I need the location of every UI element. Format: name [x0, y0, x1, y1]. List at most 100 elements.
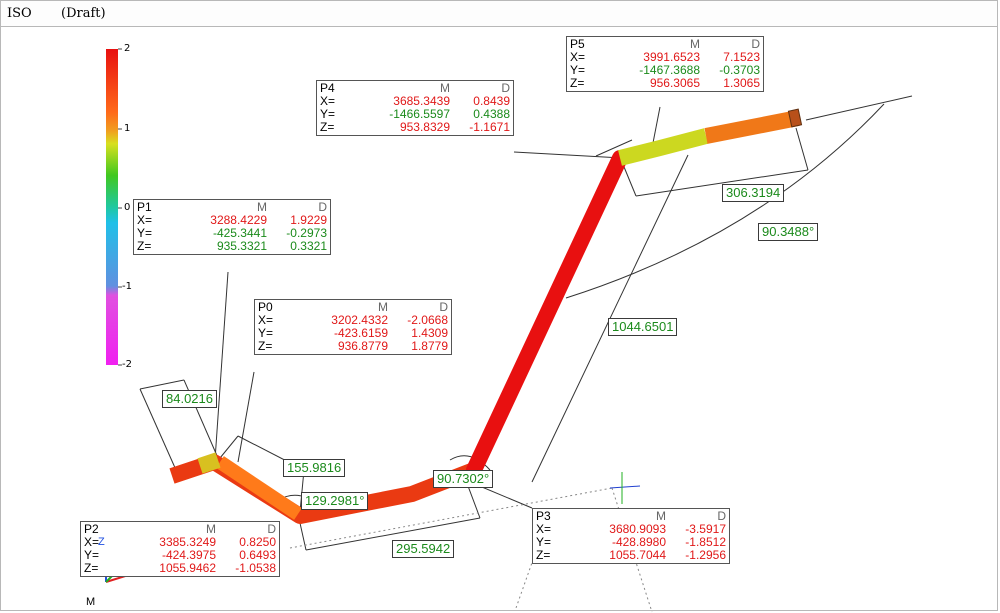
point-name: P2	[84, 522, 99, 536]
deviation-value: -1.8512	[685, 535, 726, 549]
point-box-p0[interactable]: P0 M D X= 3202.4332 -2.0668 Y= -423.6159 1.430…	[254, 299, 452, 355]
draft-status: (Draft)	[61, 6, 106, 21]
measured-value: -425.3441	[212, 226, 267, 240]
measured-value: 3288.4229	[210, 213, 267, 227]
deviation-header: D	[439, 300, 448, 314]
axis-z-label: Z	[98, 536, 105, 548]
axis-key: Z=	[570, 76, 585, 90]
point-box-p4[interactable]: P4 M D X= 3685.3439 0.8439 Y= -1466.5597 0.438…	[316, 80, 514, 136]
measured-value: -1467.3688	[639, 63, 700, 77]
dimension-label[interactable]: 295.5942	[392, 540, 455, 558]
axis-key: Z=	[137, 239, 152, 253]
axis-key: Y=	[137, 226, 153, 240]
deviation-value: 1.9229	[290, 213, 327, 227]
axis-key: X=	[84, 535, 100, 549]
scale-tick-1: 1	[124, 123, 131, 134]
measured-value: 936.8779	[337, 339, 388, 353]
deviation-value: 0.3321	[290, 239, 327, 253]
dimension-label[interactable]: 306.3194	[722, 184, 785, 202]
measured-header: M	[206, 522, 216, 536]
measured-header: M	[440, 81, 450, 95]
measured-value: -423.6159	[333, 326, 388, 340]
color-scale-bar	[106, 49, 118, 365]
deviation-value: -1.1671	[469, 120, 510, 134]
view-title-bar: ISO (Draft)	[0, 0, 998, 27]
measured-value: -428.8980	[611, 535, 666, 549]
axis-key: Z=	[84, 561, 99, 575]
point-name: P1	[137, 200, 152, 214]
deviation-value: 1.4309	[411, 326, 448, 340]
deviation-value: 1.8779	[411, 339, 448, 353]
deviation-value: 0.8439	[473, 94, 510, 108]
view-name: ISO	[7, 6, 32, 21]
angle-label[interactable]: 90.3488°	[758, 223, 819, 241]
pipe-riser[interactable]	[466, 150, 628, 478]
axis-key: Z=	[320, 120, 335, 134]
deviation-header: D	[501, 81, 510, 95]
axis-key: X=	[137, 213, 153, 227]
point-box-p2[interactable]: P2 M D X= 3385.3249 0.8250 Y= -424.3975 0.6493…	[80, 521, 280, 577]
dimension-label[interactable]: 1044.6501	[608, 318, 678, 336]
point-name: P5	[570, 37, 585, 51]
measured-value: -424.3975	[161, 548, 216, 562]
deviation-header: D	[717, 509, 726, 523]
pipe-lower-run[interactable]	[169, 454, 477, 524]
deviation-header: D	[318, 200, 327, 214]
pipe-upper-bend[interactable]	[618, 128, 709, 166]
measured-value: 953.8329	[399, 120, 450, 134]
deviation-value: -0.3703	[719, 63, 760, 77]
axis-origin-label: M	[86, 596, 96, 608]
measured-value: 3991.6523	[643, 50, 700, 64]
dimension-label[interactable]: 84.0216	[162, 390, 217, 408]
measured-value: 956.3065	[649, 76, 700, 90]
deviation-header: D	[267, 522, 276, 536]
axis-key: Y=	[536, 535, 552, 549]
measured-header: M	[656, 509, 666, 523]
3d-viewport[interactable]	[0, 27, 998, 611]
axis-key: Y=	[258, 326, 274, 340]
axis-key: X=	[258, 313, 274, 327]
scale-tick-minus-1: -1	[122, 281, 132, 292]
measured-value: -1466.5597	[389, 107, 450, 121]
measured-value: 1055.9462	[159, 561, 216, 575]
angle-label[interactable]: 129.2981°	[301, 492, 369, 510]
measured-value: 3680.9093	[609, 522, 666, 536]
axis-key: Z=	[536, 548, 551, 562]
point-name: P0	[258, 300, 273, 314]
deviation-value: 7.1523	[723, 50, 760, 64]
deviation-value: 0.4388	[473, 107, 510, 121]
point-name: P4	[320, 81, 335, 95]
axis-key: Y=	[320, 107, 336, 121]
scale-tick-2: 2	[124, 43, 131, 54]
deviation-header: D	[751, 37, 760, 51]
deviation-value: 0.8250	[239, 535, 276, 549]
dimension-label[interactable]: 155.9816	[283, 459, 346, 477]
deviation-value: 1.3065	[723, 76, 760, 90]
axis-key: Y=	[570, 63, 586, 77]
measured-value: 1055.7044	[609, 548, 666, 562]
deviation-value: -3.5917	[685, 522, 726, 536]
deviation-value: 0.6493	[239, 548, 276, 562]
deviation-value: -1.0538	[235, 561, 276, 575]
axis-key: Y=	[84, 548, 100, 562]
scale-tick-minus-2: -2	[122, 359, 132, 370]
measured-header: M	[690, 37, 700, 51]
measured-value: 3385.3249	[159, 535, 216, 549]
point-box-p3[interactable]: P3 M D X= 3680.9093 -3.5917 Y= -428.8980 -1.85…	[532, 508, 730, 564]
angle-label[interactable]: 90.7302°	[433, 470, 494, 488]
pipe-upper-run[interactable]	[704, 110, 800, 144]
deviation-value: -0.2973	[286, 226, 327, 240]
measured-value: 3202.4332	[331, 313, 388, 327]
point-name: P3	[536, 509, 551, 523]
axis-key: Z=	[258, 339, 273, 353]
deviation-value: -1.2956	[685, 548, 726, 562]
measured-value: 935.3321	[216, 239, 267, 253]
measured-value: 3685.3439	[393, 94, 450, 108]
scale-tick-0: 0	[124, 202, 131, 213]
deviation-value: -2.0668	[407, 313, 448, 327]
measured-header: M	[378, 300, 388, 314]
axis-key: X=	[536, 522, 552, 536]
axis-key: X=	[320, 94, 336, 108]
